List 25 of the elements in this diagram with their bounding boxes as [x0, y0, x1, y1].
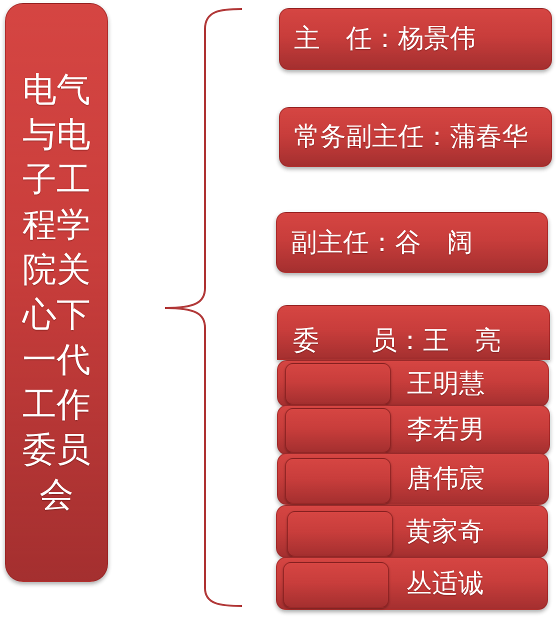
members-box: [277, 305, 550, 360]
member-box: [277, 453, 549, 505]
member-box: [276, 505, 548, 558]
role-box: [279, 107, 552, 167]
committee-panel: [5, 3, 108, 582]
role-box: [276, 212, 548, 273]
member-name: 王明慧: [407, 368, 485, 398]
blank-tile: [285, 408, 391, 453]
role-box: [279, 8, 552, 70]
blank-tile: [287, 511, 393, 557]
member-name: 李若男: [407, 415, 485, 445]
blank-tile: [285, 363, 391, 405]
committee-name: 电气与电子工程学院关心下一代工作委员会: [21, 68, 92, 516]
member-name: 唐伟宸: [407, 464, 485, 494]
role-text: 委 员：王 亮: [293, 326, 501, 356]
blank-tile: [283, 562, 389, 608]
member-box: [277, 405, 550, 455]
member-box: [276, 557, 548, 610]
role-text: 常务副主任：蒲春华: [294, 122, 528, 152]
member-name: 黄家奇: [406, 516, 484, 546]
blank-tile: [285, 458, 391, 504]
role-text: 主 任：杨景伟: [294, 24, 476, 54]
member-name: 丛适诚: [406, 568, 484, 598]
member-box: [277, 360, 549, 407]
role-text: 副主任：谷 阔: [291, 228, 473, 258]
